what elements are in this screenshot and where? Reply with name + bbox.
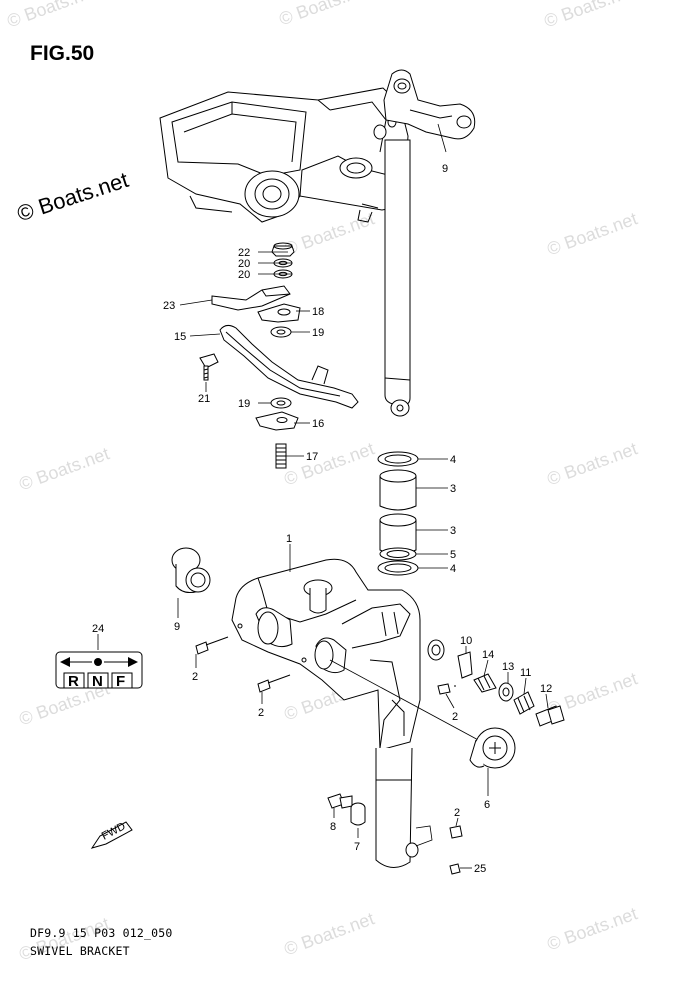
nut-part — [271, 242, 295, 257]
callout-labels: 9 22 20 20 23 18 19 15 21 19 16 17 4 3 3… — [92, 163, 552, 875]
leader-line — [415, 825, 433, 847]
bolt-part — [327, 793, 353, 809]
clamp-bracket-part — [159, 87, 409, 223]
callout-21: 21 — [198, 393, 210, 405]
figure-title: FIG.50 — [30, 42, 95, 65]
shift-indicator-plate: R N F — [55, 651, 143, 690]
callout-3: 3 — [450, 483, 456, 495]
lever-part — [257, 303, 301, 323]
callout-14: 14 — [482, 649, 494, 661]
bushing-part — [171, 547, 211, 593]
callout-18: 18 — [312, 306, 324, 318]
collar-part — [513, 691, 535, 715]
callout-6: 6 — [484, 799, 490, 811]
figure-name: SWIVEL BRACKET — [30, 944, 130, 958]
screw-part — [449, 863, 461, 875]
callout-2: 2 — [452, 711, 458, 723]
bolt-part — [535, 705, 565, 727]
callout-24: 24 — [92, 623, 104, 635]
spring-pin-part — [275, 443, 287, 469]
wave-washer-part — [270, 326, 292, 338]
callout-4: 4 — [450, 454, 456, 466]
spring-part — [473, 673, 497, 693]
screw-part — [437, 683, 451, 695]
callout-25: 25 — [474, 863, 486, 875]
callout-2: 2 — [258, 707, 264, 719]
washer-part — [498, 682, 514, 702]
shift-letter-r: R — [68, 673, 79, 690]
callout-20: 20 — [238, 269, 250, 281]
callout-13: 13 — [502, 661, 514, 673]
screw-part — [257, 674, 291, 693]
shift-letter-f: F — [116, 673, 125, 690]
callout-1: 1 — [286, 533, 292, 545]
callout-2: 2 — [192, 671, 198, 683]
callout-11: 11 — [520, 667, 531, 679]
callout-2: 2 — [454, 807, 460, 819]
leader-lines — [97, 251, 549, 869]
callout-7: 7 — [354, 841, 360, 853]
callout-3: 3 — [450, 525, 456, 537]
thrust-plug-part — [469, 727, 516, 769]
steering-arm-part — [383, 69, 476, 140]
throttle-bracket-part — [211, 285, 291, 311]
link-rod-part — [219, 324, 359, 409]
stopper-part — [457, 651, 473, 679]
collar-part — [350, 802, 366, 826]
callout-8: 8 — [330, 821, 336, 833]
figure-code: DF9.9 15 P03 012_050 — [30, 926, 173, 940]
callout-17: 17 — [306, 451, 318, 463]
callout-5: 5 — [450, 549, 456, 561]
steering-shaft — [384, 139, 411, 417]
callout-9: 9 — [174, 621, 180, 633]
callout-16: 16 — [312, 418, 324, 430]
bushing-stack — [377, 451, 419, 576]
lever-part — [255, 411, 299, 431]
callout-23: 23 — [163, 300, 175, 312]
callout-10: 10 — [460, 635, 472, 647]
callout-15: 15 — [174, 331, 186, 343]
callout-22: 22 — [238, 247, 250, 259]
screw-part — [449, 825, 463, 839]
swivel-bracket-body — [231, 558, 445, 751]
bolt-part — [199, 353, 219, 381]
callout-19: 19 — [238, 398, 250, 410]
forward-arrow-icon: FWD — [90, 820, 133, 849]
wave-washer-part — [270, 397, 292, 409]
wave-washer-hole — [276, 329, 286, 335]
callout-19: 19 — [312, 327, 324, 339]
wave-washer-hole — [276, 400, 286, 406]
swivel-tube — [375, 747, 419, 868]
screw-part — [195, 636, 229, 655]
callout-4: 4 — [450, 563, 456, 575]
callout-20: 20 — [238, 258, 250, 270]
callout-12: 12 — [540, 683, 552, 695]
shift-letter-n: N — [92, 673, 103, 690]
callout-9: 9 — [442, 163, 448, 175]
